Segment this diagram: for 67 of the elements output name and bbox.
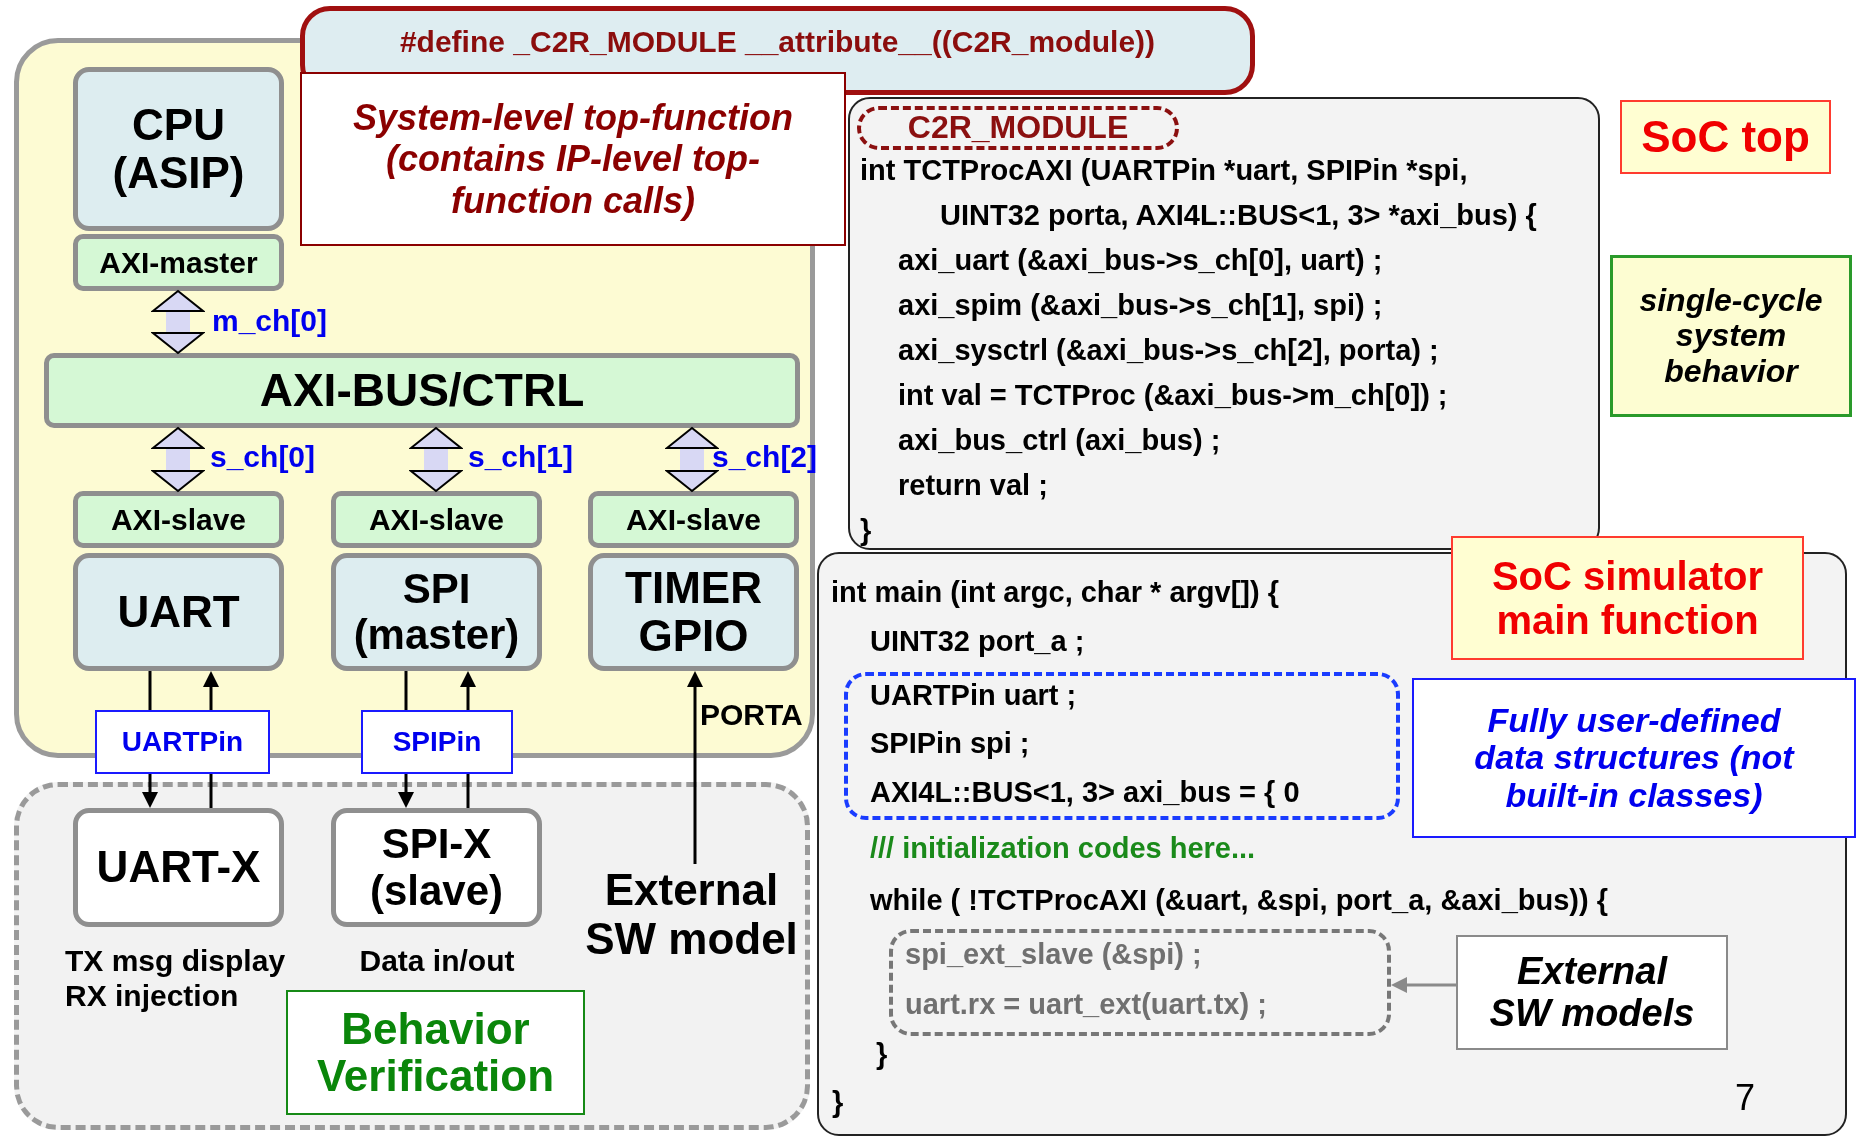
bus-block: AXI-BUS/CTRL bbox=[44, 353, 800, 428]
code-panel bbox=[848, 97, 1600, 550]
processor-block: CPU (ASIP) bbox=[73, 67, 284, 231]
peripheral-block: SPI (master) bbox=[331, 553, 542, 671]
page-number: 7 bbox=[1735, 1080, 1755, 1116]
double-arrow bbox=[152, 290, 204, 354]
arrow bbox=[398, 774, 414, 808]
peripheral-block: TIMER GPIO bbox=[588, 553, 799, 671]
code-line: int main (int argc, char * argv[]) { bbox=[831, 578, 1279, 608]
code-line: while ( !TCTProcAXI (&uart, &spi, port_a, &axi_bus)) { bbox=[870, 886, 1608, 916]
arrow bbox=[203, 671, 219, 710]
note-box: External SW models bbox=[1456, 935, 1728, 1050]
verification-panel bbox=[14, 782, 810, 1130]
code-line: UINT32 porta, AXI4L::BUS<1, 3> *axi_bus) { bbox=[940, 201, 1537, 231]
node-caption: TX msg display bbox=[65, 945, 286, 976]
double-arrow bbox=[666, 427, 718, 492]
arrow bbox=[142, 774, 158, 808]
code-line: axi_bus_ctrl (axi_bus) ; bbox=[898, 426, 1221, 456]
title-box: Behavior Verification bbox=[286, 990, 585, 1115]
model-block: SPI-X (slave) bbox=[331, 808, 542, 927]
pin-tag: SPIPin bbox=[361, 710, 513, 774]
code-line: axi_sysctrl (&axi_bus->s_ch[2], porta) ; bbox=[898, 336, 1439, 366]
double-arrow bbox=[410, 427, 462, 492]
connector-line bbox=[209, 774, 213, 808]
edge-label: s_ch[0] bbox=[210, 441, 316, 472]
edge-label: m_ch[0] bbox=[212, 305, 328, 336]
pin-tag: UARTPin bbox=[95, 710, 270, 774]
code-line: } bbox=[876, 1040, 888, 1070]
connector-line bbox=[404, 671, 408, 710]
code-line: UINT32 port_a ; bbox=[870, 627, 1085, 657]
code-line: axi_spim (&axi_bus->s_ch[1], spi) ; bbox=[898, 291, 1383, 321]
note-box: single-cycle system behavior bbox=[1610, 255, 1852, 417]
edge-label: PORTA bbox=[700, 699, 803, 730]
code-line: UARTPin uart ; bbox=[870, 681, 1077, 711]
interface-box: AXI-slave bbox=[331, 491, 542, 548]
code-line: int val = TCTProc (&axi_bus->m_ch[0]) ; bbox=[898, 381, 1448, 411]
interface-box: AXI-master bbox=[73, 234, 284, 291]
callout-box: System-level top-function (contains IP-level top-function calls) bbox=[300, 72, 846, 246]
code-line: spi_ext_slave (&spi) ; bbox=[905, 940, 1202, 970]
code-line: AXI4L::BUS<1, 3> axi_bus = { 0 bbox=[870, 778, 1300, 808]
model-block: UART-X bbox=[73, 808, 284, 927]
code-line: /// initialization codes here... bbox=[870, 834, 1256, 864]
highlight-box bbox=[844, 672, 1400, 820]
code-line: uart.rx = uart_ext(uart.tx) ; bbox=[905, 990, 1267, 1020]
edge-label: s_ch[1] bbox=[468, 441, 574, 472]
arrow bbox=[687, 671, 703, 864]
model-text: External SW model bbox=[578, 864, 805, 965]
arrow bbox=[460, 671, 476, 710]
peripheral-block: UART bbox=[73, 553, 284, 671]
arrow bbox=[1391, 977, 1456, 993]
connector-line bbox=[148, 671, 152, 710]
code-line: return val ; bbox=[898, 471, 1048, 501]
title-tag: SoC top bbox=[1620, 100, 1831, 174]
code-line: int TCTProcAXI (UARTPin *uart, SPIPin *spi, bbox=[860, 156, 1468, 186]
interface-box: AXI-slave bbox=[73, 491, 284, 548]
code-line: } bbox=[860, 516, 872, 546]
highlight-box bbox=[889, 929, 1391, 1036]
code-line: SPIPin spi ; bbox=[870, 729, 1030, 759]
connector-line bbox=[466, 774, 470, 808]
code-line: axi_uart (&axi_bus->s_ch[0], uart) ; bbox=[898, 246, 1383, 276]
interface-box: AXI-slave bbox=[588, 491, 799, 548]
node-caption: RX injection bbox=[65, 980, 239, 1011]
title-tag: SoC simulator main function bbox=[1451, 536, 1804, 660]
edge-label: s_ch[2] bbox=[712, 441, 818, 472]
code-line: } bbox=[832, 1088, 844, 1118]
node-caption: Data in/out bbox=[359, 945, 515, 976]
double-arrow bbox=[152, 427, 204, 492]
